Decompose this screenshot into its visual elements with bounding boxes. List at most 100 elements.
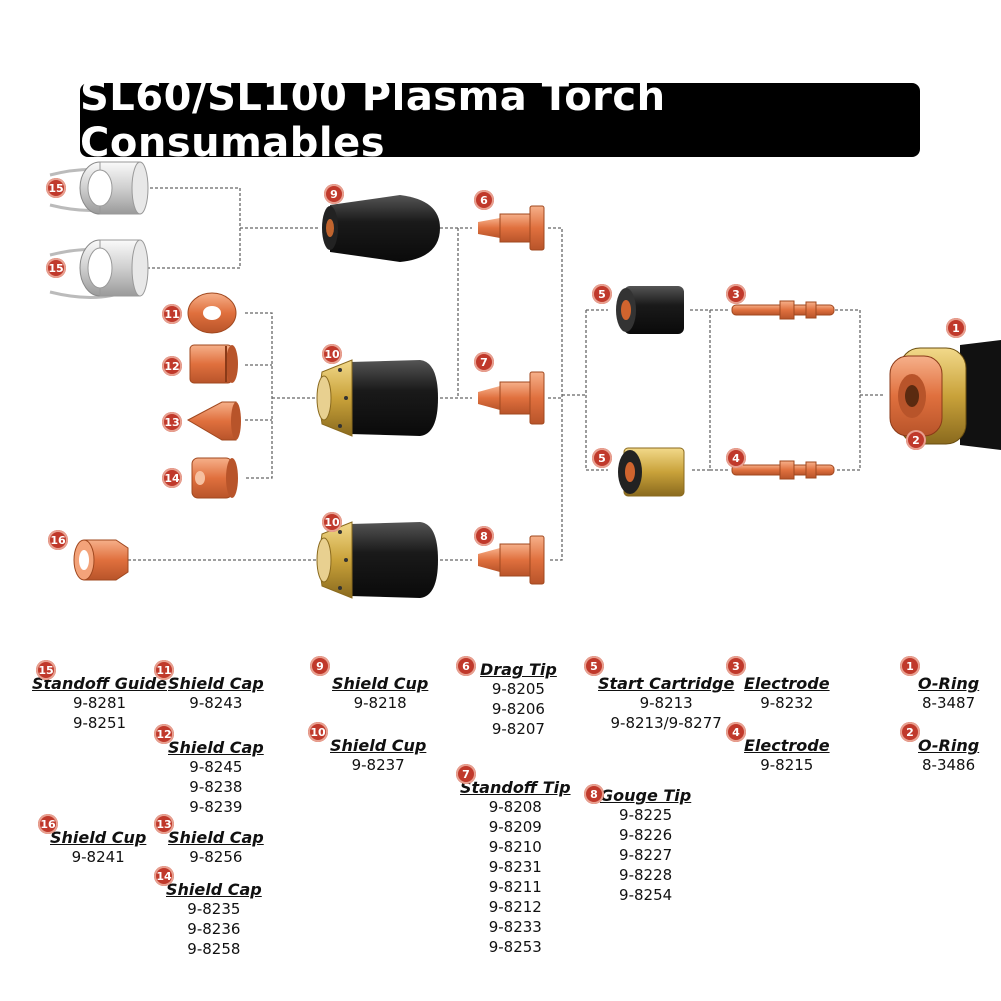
part-badge: 5	[584, 656, 604, 676]
electrode-3	[731, 300, 835, 320]
part-name: Drag Tip	[480, 660, 557, 679]
start-cartridge-5a	[616, 286, 684, 334]
part-badge: 10	[308, 722, 328, 742]
badge-5b: 5	[592, 448, 612, 468]
part-15: 15 Standoff Guide 9-8281 9-8251	[32, 660, 167, 733]
part-number: 9-8212	[488, 898, 542, 916]
part-number: 9-8206	[491, 700, 545, 718]
shield-cup-16	[73, 539, 129, 581]
part-number: 9-8251	[72, 714, 127, 732]
standoff-guide-15a	[49, 161, 149, 215]
part-number: 9-8239	[189, 798, 243, 816]
line-15-to-9	[140, 187, 318, 269]
part-name: Electrode	[744, 736, 830, 755]
shield-cap-13	[186, 401, 241, 441]
part-14: 14 Shield Cap 9-8235 9-8236 9-8258	[154, 866, 262, 959]
badge-13: 13	[162, 412, 182, 432]
badge-1: 1	[946, 318, 966, 338]
part-number: 8-3487	[922, 694, 976, 712]
drag-tip-6	[478, 205, 545, 251]
part-number: 9-8208	[488, 798, 542, 816]
part-12: 12 Shield Cap 9-8245 9-8238 9-8239	[154, 724, 264, 817]
part-number: 9-8253	[488, 938, 542, 956]
part-number: 9-8237	[351, 756, 405, 774]
badge-6: 6	[474, 190, 494, 210]
part-4: 4 Electrode 9-8215	[726, 722, 830, 775]
part-1: 1 O-Ring 8-3487	[900, 656, 979, 713]
badge-4: 4	[726, 448, 746, 468]
badge-12: 12	[162, 356, 182, 376]
badge-11: 11	[162, 304, 182, 324]
part-number: 9-8241	[71, 848, 125, 866]
standoff-guide-15b	[49, 239, 149, 299]
part-16: 16 Shield Cup 9-8241	[38, 814, 147, 867]
shield-cup-10a	[316, 359, 438, 437]
part-name: Shield Cap	[166, 880, 262, 899]
part-number: 9-8213/9-8277	[610, 714, 722, 732]
part-13: 13 Shield Cap 9-8256	[154, 814, 264, 867]
part-number: 9-8245	[189, 758, 243, 776]
part-number: 9-8231	[488, 858, 542, 876]
line-cartridge-to-electrode	[690, 309, 728, 471]
part-badge: 3	[726, 656, 746, 676]
part-number: 9-8226	[619, 826, 673, 844]
part-badge: 9	[310, 656, 330, 676]
badge-3: 3	[726, 284, 746, 304]
part-number: 8-3486	[922, 756, 976, 774]
part-badge: 14	[154, 866, 174, 886]
part-name: Gouge Tip	[600, 786, 692, 805]
part-number: 9-8227	[619, 846, 673, 864]
part-number: 9-8213	[639, 694, 693, 712]
badge-15a: 15	[46, 178, 66, 198]
part-number: 9-8258	[187, 940, 241, 958]
part-number: 9-8210	[488, 838, 542, 856]
line-cartridges	[585, 309, 608, 471]
part-3: 3 Electrode 9-8232	[726, 656, 830, 713]
line-shieldcaps-to-10	[245, 312, 318, 479]
page-title: SL60/SL100 Plasma Torch Consumables	[80, 74, 666, 166]
part-badge: 2	[900, 722, 920, 742]
part-number: 9-8228	[619, 866, 673, 884]
part-number: 9-8236	[187, 920, 241, 938]
torch-head	[889, 340, 1001, 450]
part-8: 8 Gouge Tip 9-8225 9-8226 9-8227 9-8228 …	[584, 782, 692, 905]
part-name: Shield Cup	[330, 736, 427, 755]
part-badge: 11	[154, 660, 174, 680]
standoff-tip-7	[478, 371, 545, 425]
badge-2: 2	[906, 430, 926, 450]
badge-5a: 5	[592, 284, 612, 304]
badge-15b: 15	[46, 258, 66, 278]
part-number: 9-8207	[491, 720, 545, 738]
shield-cap-12	[189, 344, 238, 384]
part-11: 11 Shield Cap 9-8243	[154, 660, 264, 713]
badge-9: 9	[324, 184, 344, 204]
consumables-diagram	[49, 161, 1001, 599]
part-number: 9-8281	[72, 694, 127, 712]
gouge-tip-8	[478, 535, 545, 585]
connector-lines	[128, 187, 885, 561]
shield-cup-10b	[316, 521, 438, 599]
part-6: 6 Drag Tip 9-8205 9-8206 9-8207	[456, 656, 557, 739]
line-electrodes-to-torch	[835, 309, 885, 471]
part-number: 9-8238	[189, 778, 243, 796]
part-badge: 8	[584, 784, 604, 804]
part-badge: 13	[154, 814, 174, 834]
part-badge: 7	[456, 764, 476, 784]
part-name: O-Ring	[918, 736, 980, 755]
shield-cup-9	[322, 195, 440, 262]
part-number: 9-8205	[491, 680, 545, 698]
electrode-4	[731, 460, 835, 480]
part-2: 2 O-Ring 8-3486	[900, 722, 980, 775]
line-tips-bus	[457, 227, 586, 561]
part-10: 10 Shield Cup 9-8237	[308, 722, 427, 775]
part-name: Start Cartridge	[598, 674, 735, 693]
badge-14: 14	[162, 468, 182, 488]
part-number: 9-8232	[760, 694, 814, 712]
part-7: 7 Standoff Tip 9-8208 9-8209 9-8210 9-82…	[456, 764, 571, 957]
part-name: Shield Cup	[332, 674, 429, 693]
part-number: 9-8256	[189, 848, 243, 866]
part-number: 9-8233	[488, 918, 542, 936]
part-name: Standoff Guide	[32, 674, 168, 693]
part-name: Shield Cup	[50, 828, 147, 847]
badge-10a: 10	[322, 344, 342, 364]
